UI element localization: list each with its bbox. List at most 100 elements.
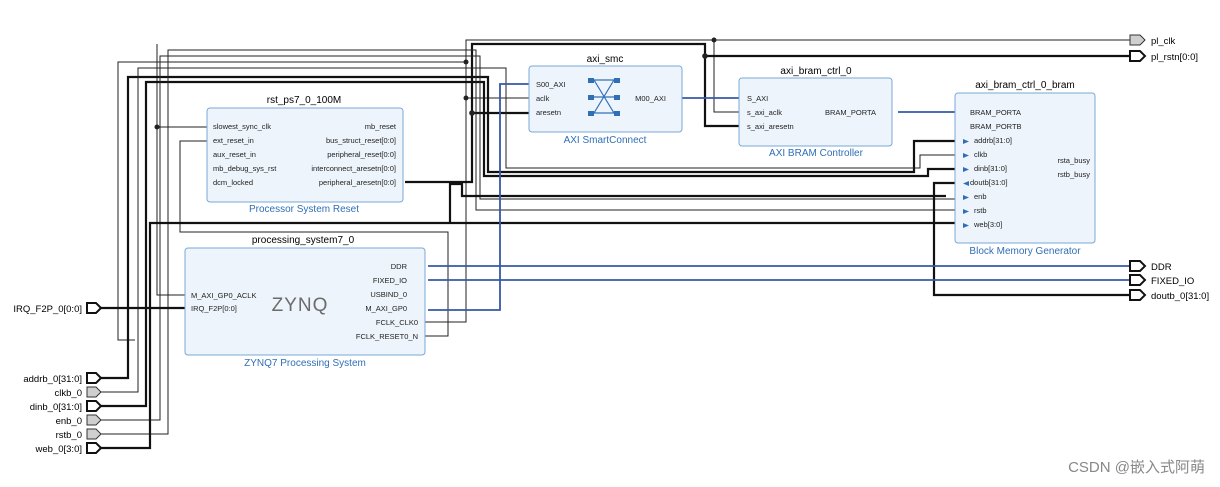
port-pl-clk-label: pl_clk bbox=[1151, 36, 1176, 47]
port-rstb-shape[interactable] bbox=[86, 428, 102, 440]
pin-dinb: dinb[31:0] bbox=[974, 164, 1007, 173]
external-ports-left: IRQ_F2P_0[0:0] addrb_0[31:0] clkb_0 dinb… bbox=[13, 302, 103, 455]
block-body bbox=[184, 247, 426, 356]
external-ports-right: pl_clk pl_rstn[0:0] DDR FIXED_IO doutb_0… bbox=[1129, 34, 1209, 302]
block-axi-bram-ctrl[interactable]: axi_bram_ctrl_0 S_AXI s_axi_aclk s_axi_a… bbox=[738, 66, 893, 159]
pin-peripheral-reset: peripheral_reset[0:0] bbox=[327, 150, 396, 159]
net-web-loop[interactable] bbox=[448, 182, 946, 223]
port-pl-clk-shape[interactable] bbox=[1129, 34, 1146, 46]
block-bram[interactable]: axi_bram_ctrl_0_bram BRAM_PORTA BRAM_POR… bbox=[954, 80, 1096, 257]
port-dinb-label: dinb_0[31:0] bbox=[30, 402, 82, 413]
pin-ddr: DDR bbox=[391, 262, 408, 271]
net-rstb[interactable] bbox=[100, 49, 955, 435]
block-zynq-processing-system[interactable]: processing_system7_0 M_AXI_GP0_ACLK IRQ_… bbox=[184, 235, 426, 369]
port-fixed-io-label: FIXED_IO bbox=[1151, 276, 1194, 287]
pin-fixed-io: FIXED_IO bbox=[373, 276, 407, 285]
pin-fclk-clk0: FCLK_CLK0 bbox=[376, 318, 418, 327]
junction-dot bbox=[463, 95, 469, 101]
pin-bram-portb: BRAM_PORTB bbox=[970, 122, 1022, 131]
port-web-shape[interactable] bbox=[86, 442, 103, 454]
net-web[interactable] bbox=[100, 221, 955, 450]
pin-aresetn: aresetn bbox=[536, 108, 561, 117]
net-clk-to-ctrl[interactable] bbox=[713, 40, 741, 113]
port-ddr-shape[interactable] bbox=[1129, 260, 1147, 272]
net-clk-slowest[interactable] bbox=[117, 61, 466, 341]
net-dinb[interactable] bbox=[100, 80, 955, 408]
pin-s-axi-aclk: s_axi_aclk bbox=[747, 108, 782, 117]
pin-m00-axi: M00_AXI bbox=[635, 94, 666, 103]
pin-aux-reset-in: aux_reset_in bbox=[213, 150, 256, 159]
block-body bbox=[738, 77, 893, 147]
pin-rstb: rstb bbox=[974, 206, 987, 215]
port-addrb-label: addrb_0[31:0] bbox=[23, 374, 82, 385]
port-pl-rstn-shape[interactable] bbox=[1129, 50, 1147, 62]
port-enb-shape[interactable] bbox=[86, 414, 102, 426]
net-peripheral-aresetn[interactable] bbox=[405, 42, 1130, 184]
port-clkb-label: clkb_0 bbox=[55, 388, 82, 399]
pin-rsta-busy: rsta_busy bbox=[1057, 156, 1090, 165]
nets bbox=[100, 37, 1130, 450]
block-title: axi_smc bbox=[587, 54, 624, 65]
pin-doutb: doutb[31:0] bbox=[970, 178, 1008, 187]
pin-s00-axi: S00_AXI bbox=[536, 80, 566, 89]
block-subtitle: ZYNQ7 Processing System bbox=[244, 358, 366, 369]
pin-slowest-sync-clk: slowest_sync_clk bbox=[213, 122, 271, 131]
net-clkb[interactable] bbox=[100, 67, 955, 393]
port-clkb-shape[interactable] bbox=[86, 386, 102, 398]
net-doutb[interactable] bbox=[932, 181, 1130, 297]
port-web-label: web_0[3:0] bbox=[35, 444, 82, 455]
zynq-logo: ZYNQ bbox=[272, 295, 329, 316]
pin-addrb: addrb[31:0] bbox=[974, 136, 1012, 145]
block-body bbox=[954, 92, 1096, 244]
pin-bram-porta: BRAM_PORTA bbox=[825, 108, 876, 117]
port-pl-rstn-label: pl_rstn[0:0] bbox=[1151, 52, 1198, 63]
block-body bbox=[206, 107, 404, 203]
net-m-axi-gp0[interactable] bbox=[428, 83, 531, 311]
junction-dot bbox=[702, 53, 708, 59]
pin-clkb: clkb bbox=[974, 150, 987, 159]
pin-arrows bbox=[963, 139, 969, 228]
block-subtitle: AXI BRAM Controller bbox=[769, 148, 864, 159]
port-addrb-shape[interactable] bbox=[86, 372, 103, 384]
port-ddr-label: DDR bbox=[1151, 262, 1172, 273]
port-enb-label: enb_0 bbox=[56, 416, 82, 427]
net-addrb[interactable] bbox=[100, 75, 955, 380]
pin-s-axi: S_AXI bbox=[747, 94, 768, 103]
pin-irq-f2p: IRQ_F2P[0:0] bbox=[191, 304, 237, 313]
port-doutb-shape[interactable] bbox=[1129, 289, 1147, 301]
pin-interconnect-aresetn: interconnect_aresetn[0:0] bbox=[311, 164, 396, 173]
port-irq-label: IRQ_F2P_0[0:0] bbox=[13, 304, 82, 315]
pin-enb: enb bbox=[974, 192, 987, 201]
pin-dcm-locked: dcm_locked bbox=[213, 178, 253, 187]
block-title: axi_bram_ctrl_0_bram bbox=[975, 80, 1075, 91]
pin-ext-reset-in: ext_reset_in bbox=[213, 136, 254, 145]
pin-fclk-reset0-n: FCLK_RESET0_N bbox=[356, 332, 418, 341]
block-axi-smc[interactable]: axi_smc S00_AXI aclk aresetn M00_AXI AXI… bbox=[528, 54, 683, 146]
pin-aclk: aclk bbox=[536, 94, 550, 103]
port-irq-shape[interactable] bbox=[86, 302, 103, 314]
net-fclk-reset[interactable] bbox=[179, 140, 449, 337]
pin-mb-reset: mb_reset bbox=[365, 122, 397, 131]
junction-dot bbox=[711, 37, 717, 43]
port-rstb-label: rstb_0 bbox=[56, 430, 82, 441]
pin-mb-debug-sys-rst: mb_debug_sys_rst bbox=[213, 164, 277, 173]
pin-rstb-busy: rstb_busy bbox=[1057, 170, 1090, 179]
block-title: processing_system7_0 bbox=[252, 235, 355, 246]
port-fixed-io-shape[interactable] bbox=[1129, 274, 1147, 286]
pin-m-axi-gp0-aclk: M_AXI_GP0_ACLK bbox=[191, 291, 256, 300]
pin-bus-struct-reset: bus_struct_reset[0:0] bbox=[326, 136, 396, 145]
block-title: axi_bram_ctrl_0 bbox=[780, 66, 852, 77]
junction-dot bbox=[154, 124, 160, 130]
pin-m-axi-gp0: M_AXI_GP0 bbox=[365, 304, 407, 313]
pin-peripheral-aresetn: peripheral_aresetn[0:0] bbox=[319, 178, 396, 187]
watermark: CSDN @嵌入式阿萌 bbox=[1068, 459, 1205, 476]
port-doutb-label: doutb_0[31:0] bbox=[1151, 291, 1209, 302]
pin-usbind: USBIND_0 bbox=[370, 290, 407, 299]
net-aresetn-to-ctrl[interactable] bbox=[703, 56, 741, 128]
block-processor-system-reset[interactable]: rst_ps7_0_100M slowest_sync_clk ext_rese… bbox=[206, 95, 404, 215]
junction-dot bbox=[469, 110, 475, 116]
port-dinb-shape[interactable] bbox=[86, 400, 103, 412]
crossbar-icon bbox=[588, 78, 620, 116]
